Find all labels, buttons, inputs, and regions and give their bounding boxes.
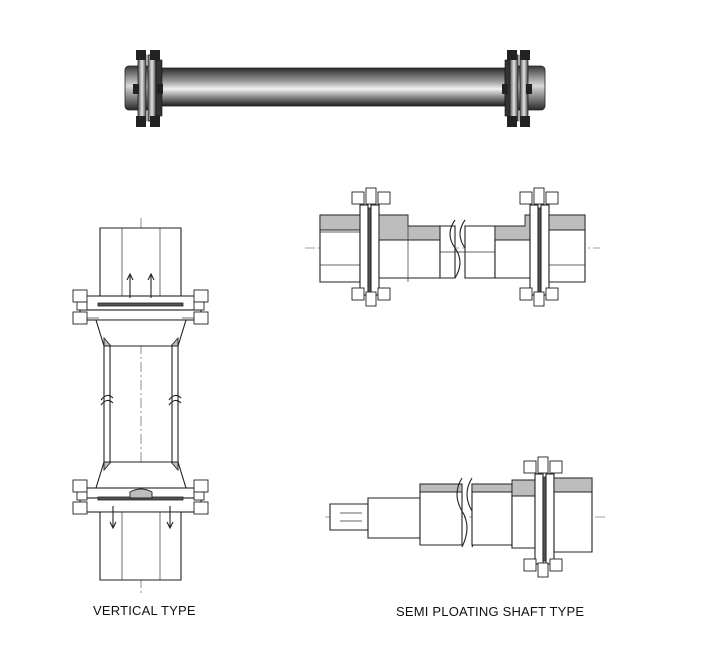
vertical-type-caption: VERTICAL TYPE <box>93 603 196 618</box>
lower-right-bolts-icon <box>193 479 209 515</box>
lower-left-bolts-icon <box>72 479 88 515</box>
semi-floating-shaft-drawing <box>325 456 605 578</box>
semi-floating-shaft-caption: SEMI PLOATING SHAFT TYPE <box>396 604 585 619</box>
floating-shaft-bolts-icon <box>351 187 559 307</box>
upper-right-bolts-icon <box>182 289 209 325</box>
floating-shaft-drawing <box>305 187 600 307</box>
upper-left-bolts-icon <box>72 289 99 325</box>
rendered-coupling-3d <box>124 50 546 127</box>
semi-floating-bolts-icon <box>523 456 563 578</box>
vertical-type-drawing <box>72 218 209 595</box>
